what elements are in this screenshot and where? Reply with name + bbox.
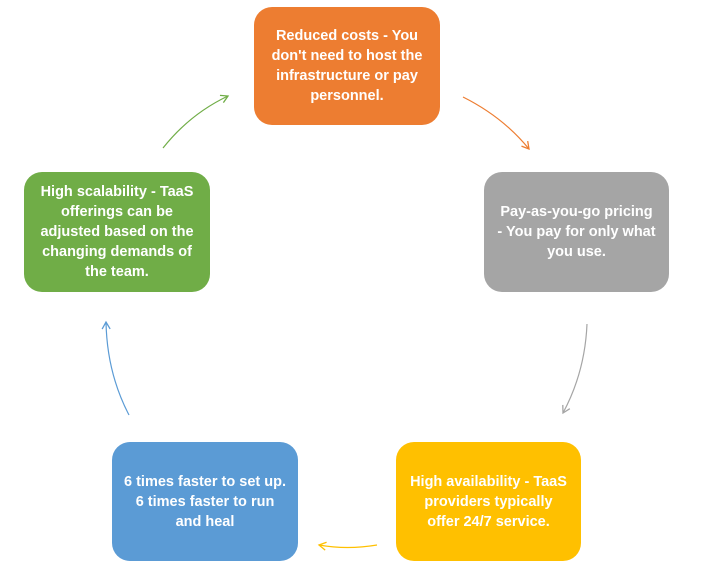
box-high-availability-text: High availability - TaaS providers typic… (410, 473, 567, 530)
box-pay-as-you-go-text: Pay-as-you-go pricing - You pay for only… (497, 204, 656, 260)
box-reduced-costs: Reduced costs - You don't need to host t… (254, 7, 440, 125)
arrow-faster-setup-to-high-scalability (101, 320, 130, 416)
box-high-scalability: High scalability - TaaS offerings can be… (24, 172, 210, 292)
box-faster-setup: 6 times faster to set up. 6 times faster… (112, 442, 298, 561)
arrow-pay-as-you-go-to-high-availability (562, 323, 588, 415)
box-high-availability: High availability - TaaS providers typic… (396, 442, 581, 561)
arrow-high-availability-to-faster-setup (317, 541, 378, 551)
box-pay-as-you-go: Pay-as-you-go pricing - You pay for only… (484, 172, 669, 292)
box-reduced-costs-text: Reduced costs - You don't need to host t… (271, 28, 423, 104)
box-faster-setup-text: 6 times faster to set up. 6 times faster… (124, 473, 286, 530)
arrow-high-scalability-to-reduced-costs (162, 94, 230, 149)
box-high-scalability-text: High scalability - TaaS offerings can be… (40, 184, 194, 280)
arrow-reduced-costs-to-pay-as-you-go (462, 96, 530, 151)
